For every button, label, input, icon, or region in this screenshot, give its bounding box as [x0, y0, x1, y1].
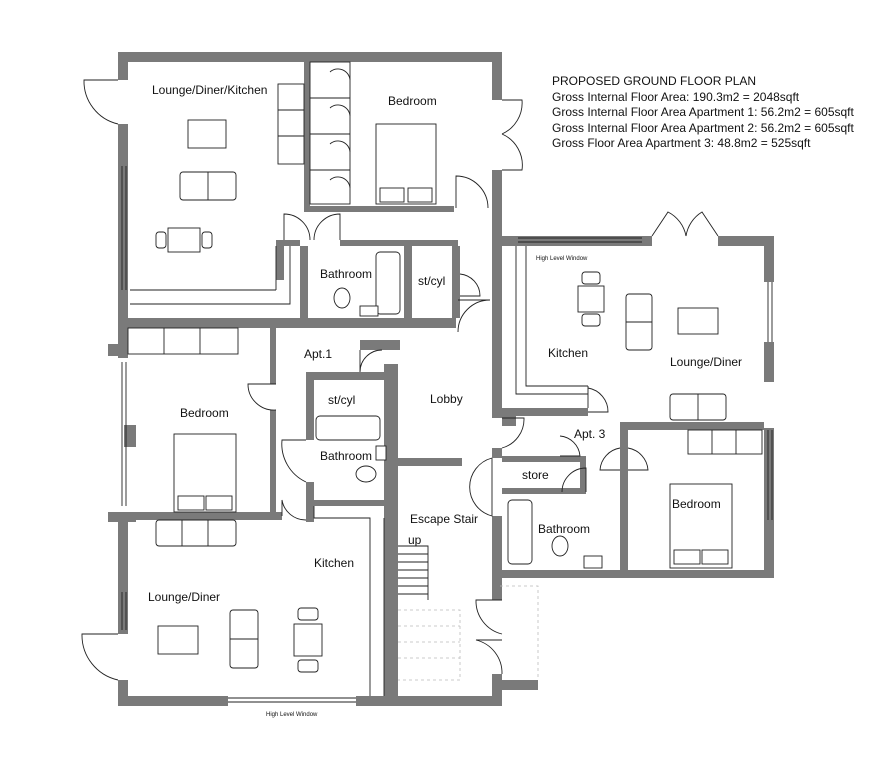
- toilet: [333, 287, 351, 309]
- label-apt1-bedroom: Bedroom: [180, 406, 229, 420]
- escape-stair-treads: [398, 545, 539, 681]
- label-apt3-bathroom: Bathroom: [538, 522, 590, 536]
- apt3-basin: [583, 555, 603, 569]
- label-top-stcyl: st/cyl: [418, 274, 445, 288]
- apt1-wardrobe: [127, 327, 239, 355]
- bottom-coffee-table: [157, 625, 199, 655]
- area-line-apt3: Gross Floor Area Apartment 3: 48.8m2 = 5…: [552, 136, 811, 150]
- high-level-window-note-top: High Level Window: [536, 256, 588, 262]
- dining-table: [167, 227, 201, 253]
- apt3-wardrobe: [687, 429, 763, 455]
- label-right-kitchen: Kitchen: [548, 346, 588, 360]
- area-line-total: Gross Internal Floor Area: 190.3m2 = 204…: [552, 89, 800, 104]
- room-labels: Lounge/Diner/Kitchen Bedroom Bathroom st…: [148, 83, 742, 604]
- apt3-toilet: [551, 535, 569, 557]
- apt1-toilet: [355, 465, 377, 483]
- doors: [81, 79, 719, 681]
- furniture: [127, 61, 763, 696]
- bottom-dining-table: [293, 623, 323, 657]
- area-line-apt1: Gross Internal Floor Area Apartment 1: 5…: [552, 105, 854, 119]
- label-top-lounge: Lounge/Diner/Kitchen: [152, 83, 267, 97]
- wardrobe: [309, 61, 351, 205]
- apt1-bath: [315, 415, 381, 441]
- sofa-long: [277, 83, 305, 165]
- label-apt1-bathroom: Bathroom: [320, 449, 372, 463]
- apt3-bath: [507, 499, 533, 565]
- label-apt1: Apt.1: [304, 347, 332, 361]
- walls: [108, 52, 774, 706]
- label-apt3: Apt. 3: [574, 427, 606, 441]
- label-lobby: Lobby: [430, 392, 463, 406]
- high-level-window-note-bottom: High Level Window: [266, 712, 318, 718]
- label-apt1-stcyl: st/cyl: [328, 393, 355, 407]
- label-escape-stair: Escape Stair: [410, 512, 478, 526]
- plan-title-block: PROPOSED GROUND FLOOR PLAN Gross Interna…: [552, 74, 854, 152]
- apt1-basin: [375, 445, 387, 461]
- right-dining-table: [577, 285, 605, 313]
- bath: [375, 251, 401, 315]
- windows: High Level Window High Level Window: [121, 166, 773, 718]
- area-line-apt2: Gross Internal Floor Area Apartment 2: 5…: [552, 120, 854, 135]
- right-coffee-table: [677, 307, 719, 335]
- label-right-lounge: Lounge/Diner: [670, 355, 742, 369]
- bottom-sofa: [155, 519, 237, 547]
- label-bottom-kitchen: Kitchen: [314, 556, 354, 570]
- label-top-bathroom: Bathroom: [320, 267, 372, 281]
- label-bottom-lounge: Lounge/Diner: [148, 590, 220, 604]
- label-apt3-bedroom: Bedroom: [672, 497, 721, 511]
- plan-title: PROPOSED GROUND FLOOR PLAN: [552, 74, 757, 88]
- label-stair-up: up: [408, 533, 422, 547]
- label-top-bedroom: Bedroom: [388, 94, 437, 108]
- coffee-table: [187, 119, 227, 149]
- basin: [359, 305, 379, 317]
- label-store: store: [522, 468, 549, 482]
